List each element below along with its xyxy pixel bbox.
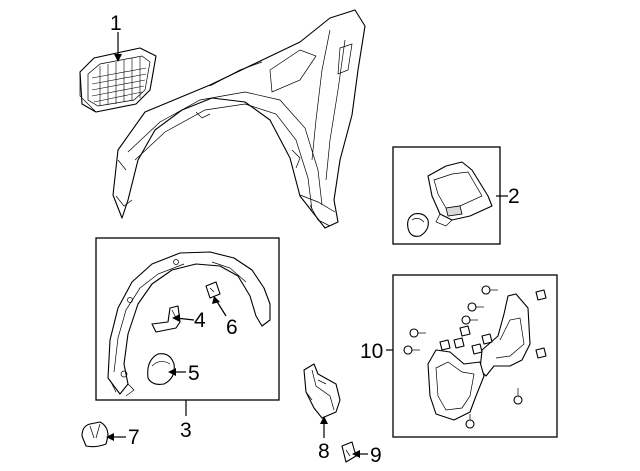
callout-2[interactable]: 2 bbox=[508, 185, 520, 208]
retainer-clip[interactable] bbox=[81, 421, 109, 448]
molding-clip[interactable] bbox=[147, 353, 175, 385]
splash-guard[interactable] bbox=[303, 363, 341, 419]
callout-4[interactable]: 4 bbox=[194, 309, 206, 332]
callout-9[interactable]: 9 bbox=[370, 444, 382, 467]
callout-6[interactable]: 6 bbox=[226, 316, 238, 339]
mud-flap-set[interactable] bbox=[427, 293, 531, 421]
fender-bracket[interactable] bbox=[427, 161, 493, 227]
callout-3[interactable]: 3 bbox=[180, 419, 192, 442]
fender-vent-grille[interactable] bbox=[79, 47, 157, 113]
callout-10[interactable]: 10 bbox=[360, 340, 383, 363]
molding-nut[interactable] bbox=[205, 281, 221, 299]
mud-flap-fasteners[interactable] bbox=[403, 285, 547, 429]
wheel-opening-molding[interactable] bbox=[107, 251, 271, 397]
part-3-box bbox=[95, 237, 280, 401]
part-10-box bbox=[392, 274, 558, 438]
callout-5[interactable]: 5 bbox=[188, 362, 200, 385]
callout-1[interactable]: 1 bbox=[110, 12, 122, 35]
callout-8[interactable]: 8 bbox=[318, 440, 330, 463]
bracket-clip[interactable] bbox=[407, 213, 429, 237]
small-tag[interactable] bbox=[341, 441, 357, 463]
leader-lines bbox=[106, 32, 508, 458]
fender-panel[interactable] bbox=[112, 9, 366, 229]
callout-7[interactable]: 7 bbox=[128, 426, 140, 449]
